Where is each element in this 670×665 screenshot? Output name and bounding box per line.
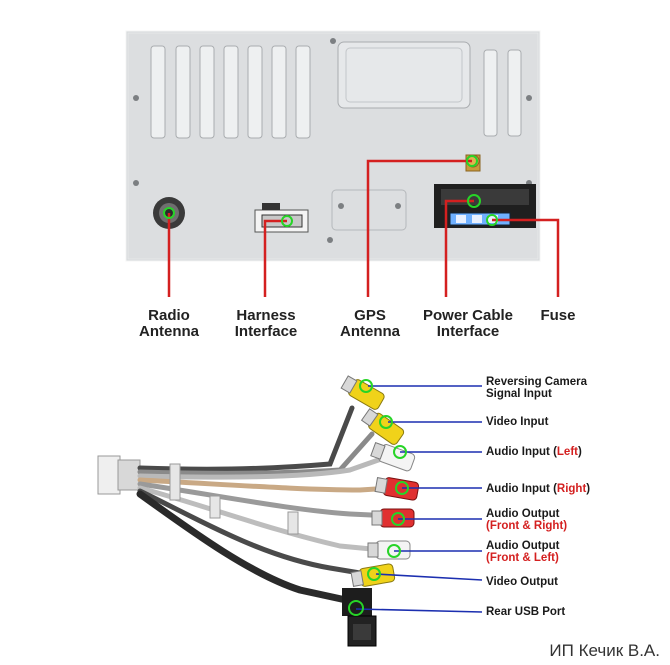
video-output-label: Video Output (486, 576, 558, 588)
radio-antenna-label: Radio Antenna (127, 308, 211, 340)
reversing-camera-label-line2: Signal Input (486, 388, 552, 400)
power-cable-label-line2: Interface (436, 323, 500, 340)
power-cable-label-line1: Power Cable (422, 307, 514, 324)
cable-pointers (355, 385, 483, 613)
audio-output-front-right-label: Audio Output (Front & Right) (486, 508, 567, 532)
reversing-camera-label-line1: Reversing Camera (486, 376, 587, 388)
audio-right-word: Right (556, 483, 587, 495)
video-input-label: Video Input (486, 416, 549, 428)
fuse-label: Fuse (540, 307, 576, 324)
audio-left-prefix: Audio Input ( (486, 446, 557, 458)
audio-output-fr-line2: (Front & Right) (486, 520, 568, 532)
cable-green-markers (348, 379, 409, 616)
usb-plug (342, 588, 377, 647)
top-green-markers (163, 155, 498, 227)
audio-output-fl-line2: (Front & Left) (486, 552, 559, 564)
cable-bundle (97, 405, 395, 604)
radio-antenna-label-line2: Antenna (139, 323, 199, 340)
gps-antenna-label-line1: GPS (354, 307, 386, 324)
audio-input-left-label: Audio Input (Left) (486, 446, 582, 458)
rca-plugs (340, 375, 420, 647)
audio-left-word: Left (556, 446, 578, 458)
vent-slots (150, 45, 522, 139)
audio-output-fl-line1: Audio Output (486, 540, 560, 552)
audio-left-suffix: ) (578, 446, 582, 458)
watermark: ИП Кечик В.А. (549, 641, 660, 660)
rear-usb-port-label: Rear USB Port (486, 606, 566, 618)
gps-antenna-label-line2: Antenna (340, 323, 400, 340)
power-cable-interface-label: Power Cable Interface (412, 308, 524, 340)
power-connector (434, 184, 536, 228)
reversing-camera-label: Reversing Camera Signal Input (486, 376, 587, 400)
audio-output-fr-line1: Audio Output (486, 508, 560, 520)
harness-interface-label-line2: Interface (234, 323, 298, 340)
audio-input-right-label: Audio Input (Right) (486, 483, 590, 495)
audio-output-front-left-label: Audio Output (Front & Left) (486, 540, 559, 564)
radio-antenna-label-line1: Radio (148, 307, 190, 324)
audio-right-prefix: Audio Input ( (486, 483, 557, 495)
gps-antenna-label: GPS Antenna (328, 308, 412, 340)
rear-panel (125, 30, 541, 262)
harness-interface-label: Harness Interface (222, 308, 310, 340)
audio-right-suffix: ) (586, 483, 591, 495)
harness-interface-label-line1: Harness (236, 307, 296, 324)
top-callouts (167, 159, 560, 297)
